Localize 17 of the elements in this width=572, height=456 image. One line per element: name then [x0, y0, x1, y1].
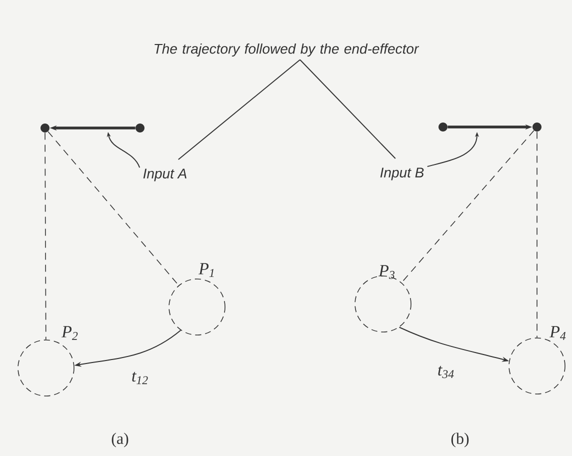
panel-label: (a): [112, 432, 128, 448]
position-label: P$_{2}$: [62, 326, 78, 340]
text-label: The trajectory followed by the end-effector: [154, 43, 420, 57]
point-dot: [438, 122, 448, 132]
dashed-line: [536, 131, 538, 338]
point-dot: [136, 124, 144, 132]
dashed-line: [401, 130, 534, 283]
position-label: P$_{3}$: [378, 265, 394, 279]
position-label: P$_{1}$: [198, 263, 214, 277]
panel-label: (b): [451, 432, 469, 448]
dashed-line: [48, 131, 180, 286]
dashed-circle: [18, 340, 74, 396]
text-label: Input B: [380, 168, 424, 180]
position-label: P$_{4}$: [550, 326, 566, 340]
text-label: Input A: [143, 168, 186, 182]
dashed-circle: [168, 278, 226, 336]
dashed-line: [44, 132, 46, 340]
